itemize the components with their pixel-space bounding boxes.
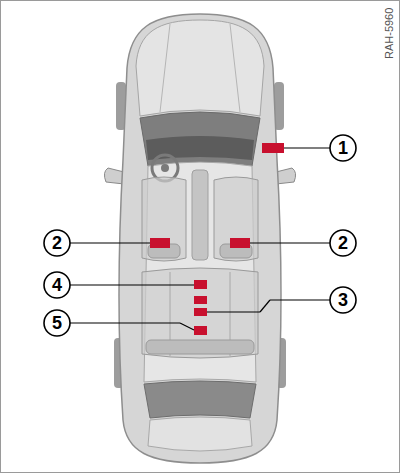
callout-number: 2 bbox=[330, 230, 356, 256]
callout-number: 2 bbox=[44, 230, 70, 256]
callout-number: 5 bbox=[44, 310, 70, 336]
callout-number: 3 bbox=[330, 287, 356, 313]
callout-number: 1 bbox=[330, 135, 356, 161]
watermark: RAH-5960 bbox=[383, 7, 395, 60]
callout-number: 4 bbox=[44, 272, 70, 298]
